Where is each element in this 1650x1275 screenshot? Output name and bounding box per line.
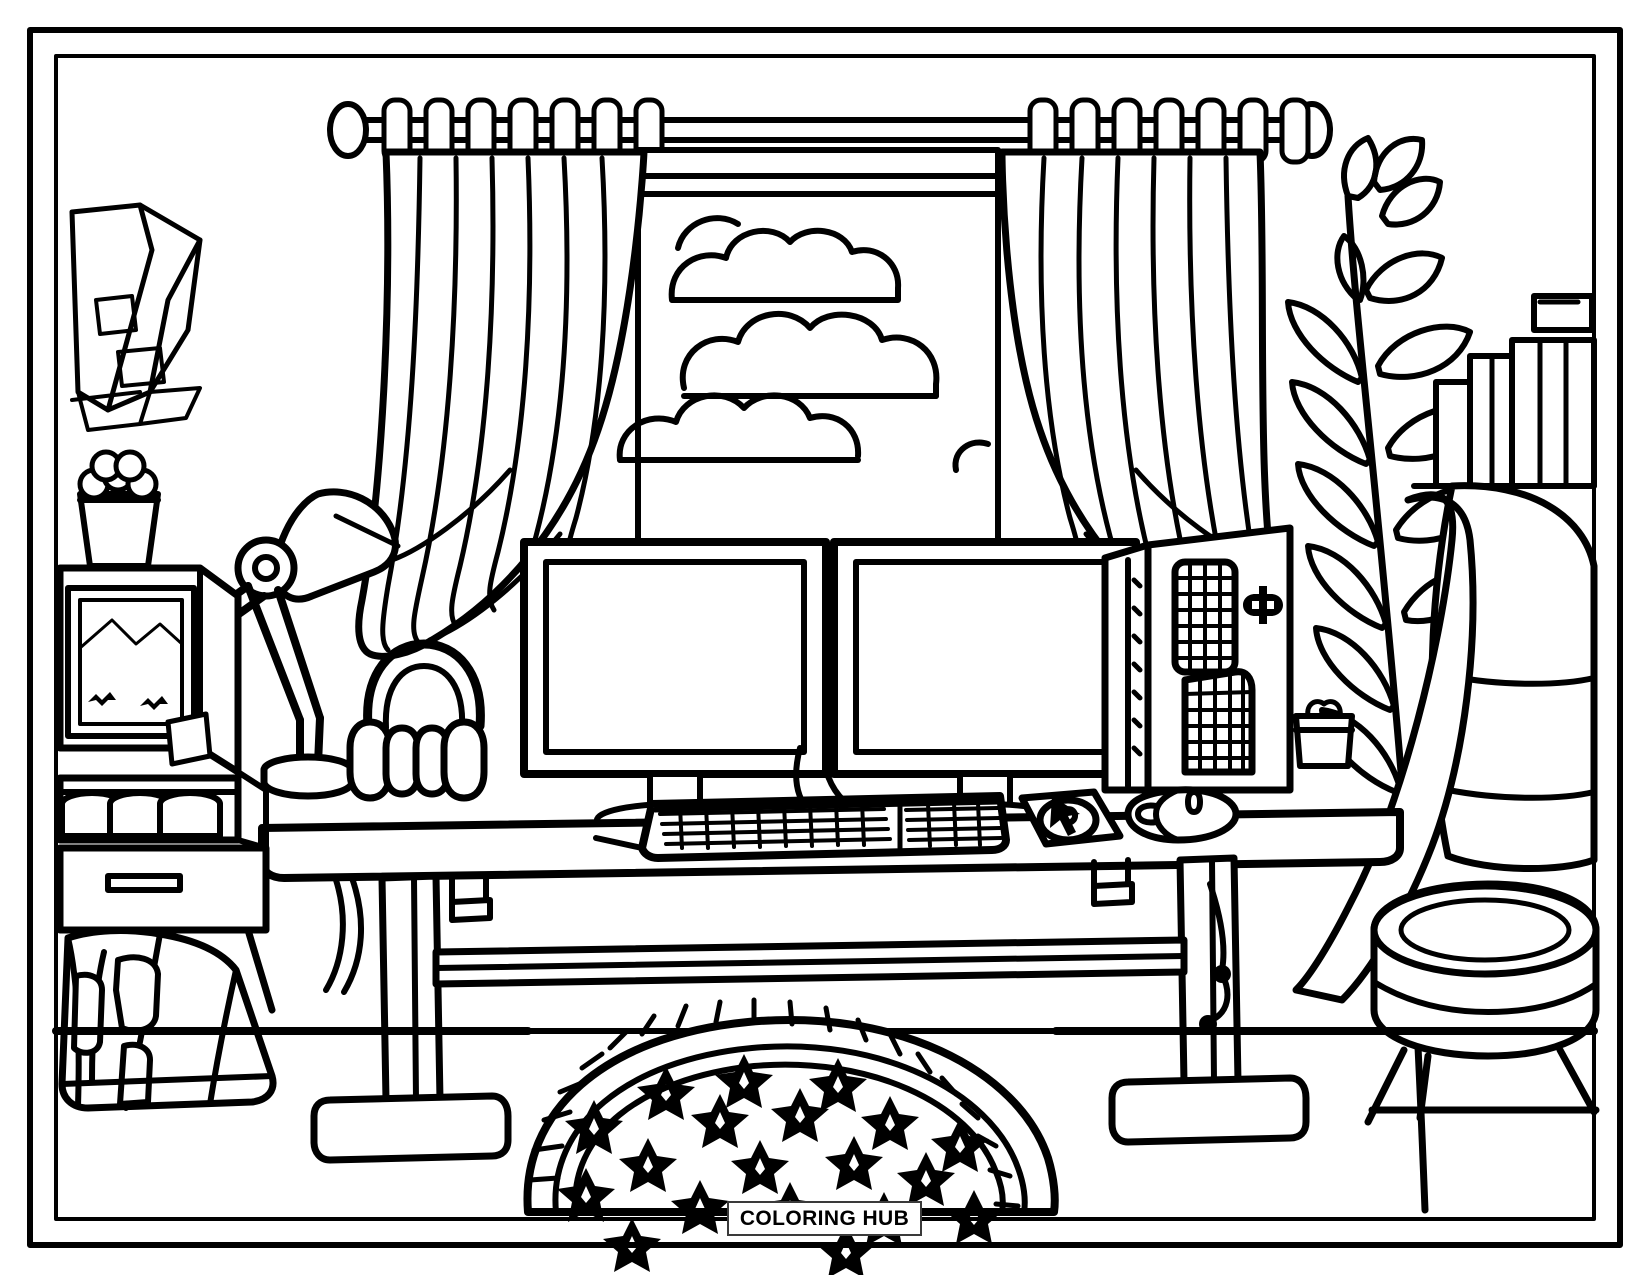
power-button-icon[interactable] [1243, 586, 1283, 624]
pc-tower-vent-lower [1181, 668, 1256, 776]
drawer-handle [105, 873, 183, 893]
monitor-left-screen [543, 559, 807, 755]
mousepad[interactable] [1018, 788, 1124, 848]
headphones-earcup-right [440, 718, 488, 802]
chair [1292, 482, 1600, 1126]
desk-foot-right [1108, 1074, 1310, 1146]
watermark-text: COLORING HUB [739, 1206, 910, 1230]
pc-tower-screws [1131, 577, 1143, 757]
framed-art [65, 585, 213, 767]
watermark-badge: COLORING HUB [727, 1201, 922, 1236]
pc-tower[interactable] [1101, 524, 1294, 794]
mouse[interactable] [1124, 786, 1240, 844]
succulent-bowl [77, 449, 161, 569]
cabinet [56, 449, 276, 1014]
pc-tower-vent-upper [1171, 558, 1239, 676]
headphones[interactable] [346, 639, 488, 802]
window [616, 147, 1001, 553]
desk-foot-left [310, 1092, 512, 1164]
desk-leg-left [378, 872, 444, 1104]
keyboard-keys-main [658, 801, 892, 850]
wall-art [69, 202, 203, 432]
cursor-icon [1036, 796, 1100, 844]
window-clouds [616, 215, 940, 463]
curtain-rings-right [1027, 97, 1311, 165]
keyboard[interactable] [593, 792, 1010, 862]
cabinet-jars [59, 790, 223, 839]
headphones-band [363, 639, 485, 731]
curtain-rings-left [381, 97, 665, 165]
rug-edge-ticks [527, 997, 1021, 1209]
keyboard-numpad [897, 799, 1003, 851]
desk-lamp[interactable] [202, 488, 401, 800]
